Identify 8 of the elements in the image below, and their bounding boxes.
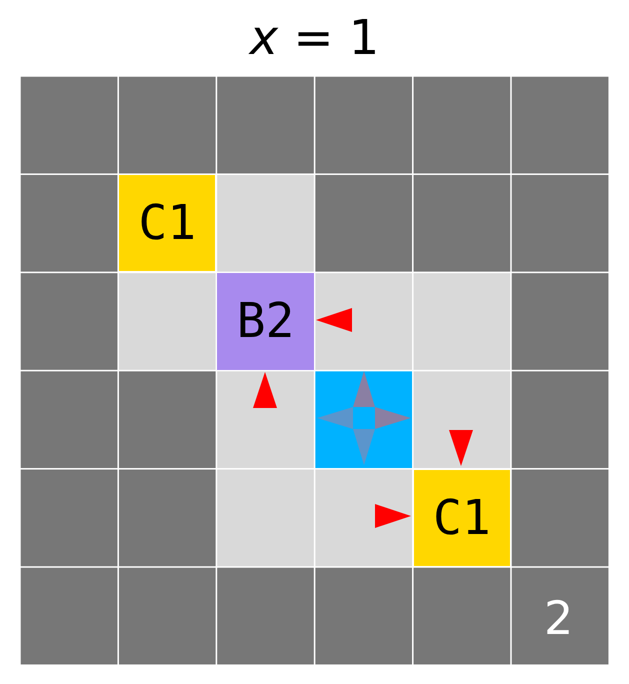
grid-tile <box>216 272 315 371</box>
tile-code: C1 <box>138 195 196 252</box>
tile-code: B2 <box>236 293 294 350</box>
grid-tile <box>118 174 216 272</box>
tile-code: C1 <box>432 490 491 546</box>
grid-tile <box>412 468 511 567</box>
title: x = 1 <box>250 9 380 68</box>
grid-number: 2 <box>544 590 574 646</box>
